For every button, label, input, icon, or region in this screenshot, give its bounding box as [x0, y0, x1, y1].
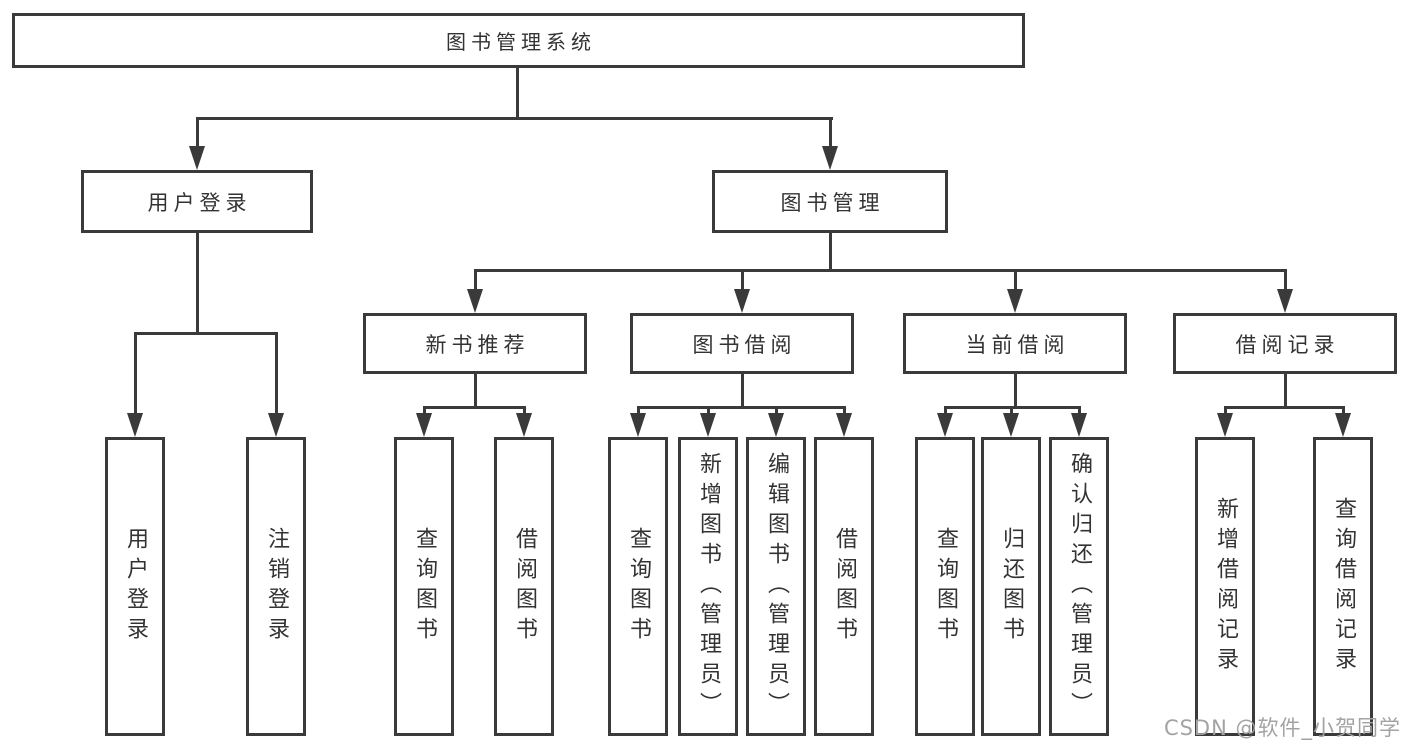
leaf-user-login-label: 用户登录 — [123, 526, 148, 647]
edge-root-riser — [516, 68, 519, 120]
leaf-borrow-books-1: 借阅图书 — [494, 437, 554, 736]
edge-stub-leaf — [1078, 406, 1081, 415]
edge-stub-book-borrow — [741, 269, 744, 291]
arrow-down-icon — [268, 413, 284, 437]
arrow-down-icon — [1007, 289, 1023, 313]
leaf-edit-books-admin-label: 编辑图书（管理员） — [764, 451, 789, 722]
leaf-borrow-books-2: 借阅图书 — [814, 437, 874, 736]
arrow-down-icon — [1003, 413, 1019, 437]
leaf-borrow-books-2-label: 借阅图书 — [832, 526, 857, 647]
edge-stub-leaf — [843, 406, 846, 415]
leaf-borrow-books-1-label: 借阅图书 — [512, 526, 537, 647]
leaf-confirm-return-admin: 确认归还（管理员） — [1049, 437, 1109, 736]
edge-stub-leaf — [944, 406, 947, 415]
node-new-book-recommend: 新书推荐 — [363, 313, 587, 374]
edge-stub-leaf — [134, 332, 137, 415]
edge-new-books-riser — [474, 374, 477, 409]
edge-user-login-bar — [134, 332, 278, 335]
arrow-down-icon — [1277, 289, 1293, 313]
node-book-borrow: 图书借阅 — [630, 313, 854, 374]
node-user-login: 用户登录 — [81, 170, 313, 233]
node-borrow-records: 借阅记录 — [1173, 313, 1397, 374]
edge-stub-book-management — [829, 117, 832, 148]
edge-stub-new-books — [474, 269, 477, 291]
leaf-add-books-admin-label: 新增图书（管理员） — [696, 451, 721, 722]
arrow-down-icon — [189, 146, 205, 170]
arrow-down-icon — [630, 413, 646, 437]
leaf-query-books-2: 查询图书 — [608, 437, 668, 736]
arrow-down-icon — [1071, 413, 1087, 437]
edge-new-books-bar — [423, 406, 526, 409]
leaf-edit-books-admin: 编辑图书（管理员） — [746, 437, 806, 736]
edge-stub-leaf — [275, 332, 278, 415]
leaf-logout: 注销登录 — [246, 437, 306, 736]
edge-level2-bar — [196, 117, 833, 120]
arrow-down-icon — [1217, 413, 1233, 437]
leaf-query-books-3-label: 查询图书 — [933, 526, 958, 647]
leaf-user-login: 用户登录 — [105, 437, 165, 736]
arrow-down-icon — [467, 289, 483, 313]
arrow-down-icon — [416, 413, 432, 437]
leaf-query-books-2-label: 查询图书 — [626, 526, 651, 647]
arrow-down-icon — [822, 146, 838, 170]
node-book-management: 图书管理 — [712, 170, 948, 233]
arrow-down-icon — [127, 413, 143, 437]
leaf-query-borrow-record: 查询借阅记录 — [1313, 437, 1373, 736]
leaf-return-books: 归还图书 — [981, 437, 1041, 736]
leaf-confirm-return-admin-label: 确认归还（管理员） — [1067, 451, 1092, 722]
leaf-query-borrow-record-label: 查询借阅记录 — [1331, 496, 1356, 677]
edge-stub-leaf — [523, 406, 526, 415]
edge-stub-leaf — [423, 406, 426, 415]
arrow-down-icon — [768, 413, 784, 437]
edge-stub-leaf — [1342, 406, 1345, 415]
node-library-system: 图书管理系统 — [12, 13, 1025, 68]
edge-borrow-records-riser — [1284, 374, 1287, 409]
edge-stub-leaf — [637, 406, 640, 415]
leaf-return-books-label: 归还图书 — [999, 526, 1024, 647]
edge-stub-leaf — [707, 406, 710, 415]
edge-stub-leaf — [1224, 406, 1227, 415]
leaf-add-borrow-record: 新增借阅记录 — [1195, 437, 1255, 736]
edge-stub-user-login — [196, 117, 199, 148]
edge-borrow-records-bar — [1224, 406, 1345, 409]
leaf-add-borrow-record-label: 新增借阅记录 — [1213, 496, 1238, 677]
edge-user-login-riser — [196, 233, 199, 335]
leaf-query-books-3: 查询图书 — [915, 437, 975, 736]
edge-stub-leaf — [1010, 406, 1013, 415]
leaf-logout-label: 注销登录 — [264, 526, 289, 647]
edge-level3-bar — [474, 269, 1287, 272]
arrow-down-icon — [937, 413, 953, 437]
arrow-down-icon — [836, 413, 852, 437]
edge-stub-current-borrow — [1014, 269, 1017, 291]
leaf-query-books-1-label: 查询图书 — [412, 526, 437, 647]
arrow-down-icon — [734, 289, 750, 313]
arrow-down-icon — [516, 413, 532, 437]
edge-stub-leaf — [775, 406, 778, 415]
edge-book-mgmt-riser — [829, 233, 832, 272]
edge-book-borrow-riser — [741, 374, 744, 409]
arrow-down-icon — [700, 413, 716, 437]
edge-stub-borrow-records — [1284, 269, 1287, 291]
leaf-add-books-admin: 新增图书（管理员） — [678, 437, 738, 736]
arrow-down-icon — [1335, 413, 1351, 437]
leaf-query-books-1: 查询图书 — [394, 437, 454, 736]
node-current-borrow: 当前借阅 — [903, 313, 1127, 374]
edge-book-borrow-bar — [637, 406, 846, 409]
csdn-watermark: CSDN @软件_小贺同学 — [1163, 716, 1401, 740]
edge-current-borrow-riser — [1014, 374, 1017, 409]
